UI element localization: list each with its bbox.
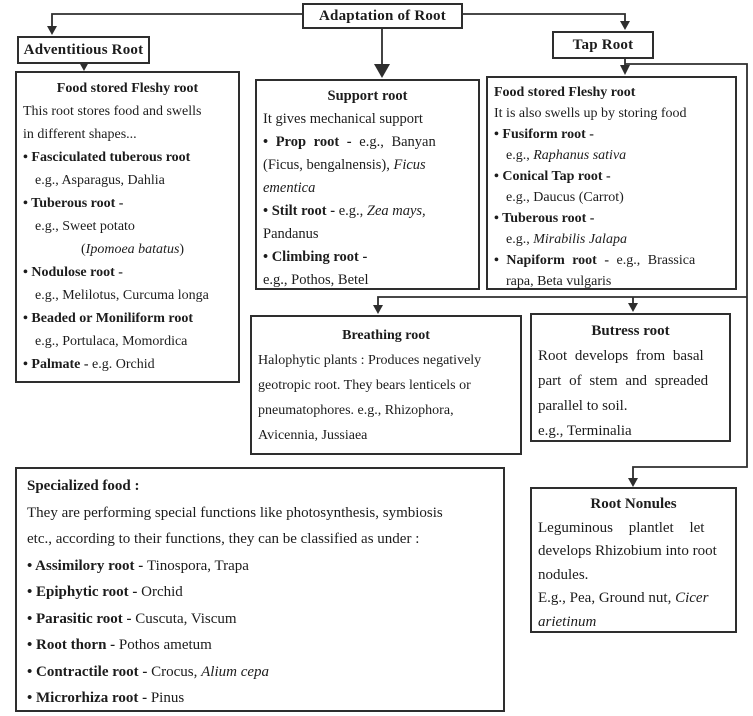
text-line: rapa, Beta vulgaris (506, 274, 612, 289)
box-tap-root: Tap Root (552, 31, 654, 59)
box-body: Halophytic plants : Produces negatively g… (258, 348, 514, 448)
text-line: • Fusiform root - (494, 127, 594, 142)
connector-root-to-adventitious (51, 13, 302, 27)
arrowhead-taproot (620, 21, 630, 30)
box-food-stored-fleshy-root-left: Food stored Fleshy root This root stores… (15, 71, 240, 383)
text-line: • Prop root - e.g., Banyan (263, 134, 436, 150)
tap-root-label: Tap Root (572, 36, 634, 53)
arrowhead-buttress (628, 303, 638, 312)
text-line: nodules. (538, 566, 589, 583)
text-line: • Tuberous root - (23, 196, 124, 211)
text-line: • Conical Tap root - (494, 169, 611, 184)
box-body: It is also swells up by storing food • Fu… (494, 103, 729, 289)
box-food-stored-fleshy-root-right: Food stored Fleshy root It is also swell… (486, 76, 737, 290)
text-line: • Nodulose root - (23, 265, 123, 280)
text-line: • Napiform root - e.g., Brassica (494, 253, 696, 268)
arrowhead-nodules (628, 478, 638, 487)
text-line: • Stilt root - e.g., Zea mays, (263, 203, 426, 219)
text-line: • Contractile root - Crocus, Alium cepa (27, 663, 270, 680)
text-line: e.g., Asparagus, Dahlia (35, 173, 165, 188)
text-line: arietinum (538, 613, 597, 630)
box-body: It gives mechanical support • Prop root -… (263, 108, 472, 288)
arrowhead-adventitious (47, 26, 57, 35)
box-body: Root develops from basal part of stem and… (538, 344, 723, 440)
text-line: e.g., Portulaca, Momordica (35, 334, 188, 349)
text-line: pneumatophores. e.g., Rhizophora, (258, 403, 454, 418)
box-root-nonules: Root Nonules Leguminous plantlet let deve… (530, 487, 737, 633)
text-line: e.g., Terminalia (538, 423, 632, 439)
text-line: parallel to soil. (538, 398, 628, 414)
text-line: • Root thorn - Pothos ametum (27, 637, 212, 653)
connector-rail-to-breathing (377, 296, 747, 305)
text-line: This root stores food and swells (23, 104, 202, 119)
adaptation-of-root-label: Adaptation of Root (319, 7, 446, 24)
text-line: in different shapes... (23, 127, 137, 142)
text-line: Halophytic plants : Produces negatively (258, 353, 482, 368)
box-title: Butress root (591, 323, 670, 339)
text-line: Avicennia, Jussiaea (258, 428, 368, 443)
text-line: e.g., Mirabilis Jalapa (506, 232, 627, 247)
text-line: develops Rhizobium into root (538, 543, 717, 559)
connector-right-rail (625, 63, 748, 478)
text-line: e.g., Raphanus sativa (506, 148, 627, 163)
text-line: Root develops from basal (538, 348, 704, 364)
text-line: • Assimilory root - Tinospora, Trapa (27, 557, 249, 574)
box-title: Food stored Fleshy root (56, 81, 199, 96)
text-line: e.g., Pothos, Betel (263, 272, 369, 288)
text-line: geotropic root. They bears lenticels or (258, 378, 471, 393)
text-line: • Climbing root - (263, 249, 368, 265)
text-line: (Ficus, bengalnensis), Ficus (263, 157, 426, 173)
text-line: (Ipomoea batatus) (81, 242, 185, 257)
adventitious-root-label: Adventitious Root (23, 41, 144, 58)
box-title: Support root (327, 88, 408, 104)
text-line: It is also swells up by storing food (494, 106, 687, 121)
box-adventitious-root: Adventitious Root (17, 36, 150, 64)
text-line: • Fasciculated tuberous root (23, 150, 191, 165)
text-line: • Palmate - e.g. Orchid (23, 357, 155, 372)
box-body: This root stores food and swells in diffe… (23, 100, 232, 376)
box-title: Root Nonules (590, 496, 677, 512)
text-line: They are performing special functions li… (27, 504, 443, 521)
box-adaptation-of-root: Adaptation of Root (302, 3, 463, 29)
box-butress-root: Butress root Root develops from basal par… (530, 313, 731, 442)
box-title: Breathing root (342, 328, 430, 343)
box-title: Specialized food : (27, 478, 140, 494)
arrowhead-breathing (373, 305, 383, 314)
text-line: • Parasitic root - Cuscuta, Viscum (27, 610, 237, 627)
connector-root-to-taproot (462, 13, 626, 22)
arrowhead-leftfood (79, 62, 89, 71)
text-line: e.g., Melilotus, Curcuma longa (35, 288, 209, 303)
text-line: e.g., Sweet potato (35, 219, 135, 234)
text-line: ementica (263, 180, 316, 196)
text-line: • Microrhiza root - Pinus (27, 690, 185, 706)
text-line: E.g., Pea, Ground nut, Cicer (538, 590, 709, 606)
text-line: Pandanus (263, 226, 319, 242)
text-line: It gives mechanical support (263, 111, 423, 127)
box-support-root: Support root It gives mechanical support… (255, 79, 480, 290)
box-body: Leguminous plantlet let develops Rhizobiu… (538, 517, 729, 632)
arrowhead-rightfood (620, 65, 630, 75)
box-title: Food stored Fleshy root (494, 85, 636, 100)
text-line: • Tuberous root - (494, 211, 595, 226)
text-line: etc., according to their functions, they… (27, 531, 420, 547)
arrowhead-support (374, 64, 390, 78)
text-line: • Epiphytic root - Orchid (27, 584, 183, 600)
box-specialized-food: Specialized food : They are performing s… (15, 467, 505, 712)
text-line: Leguminous plantlet let (538, 519, 705, 536)
box-body: They are performing special functions li… (27, 500, 497, 711)
text-line: part of stem and spreaded (538, 373, 709, 389)
box-breathing-root: Breathing root Halophytic plants : Produ… (250, 315, 522, 455)
text-line: • Beaded or Moniliform root (23, 311, 194, 326)
text-line: e.g., Daucus (Carrot) (506, 190, 624, 205)
